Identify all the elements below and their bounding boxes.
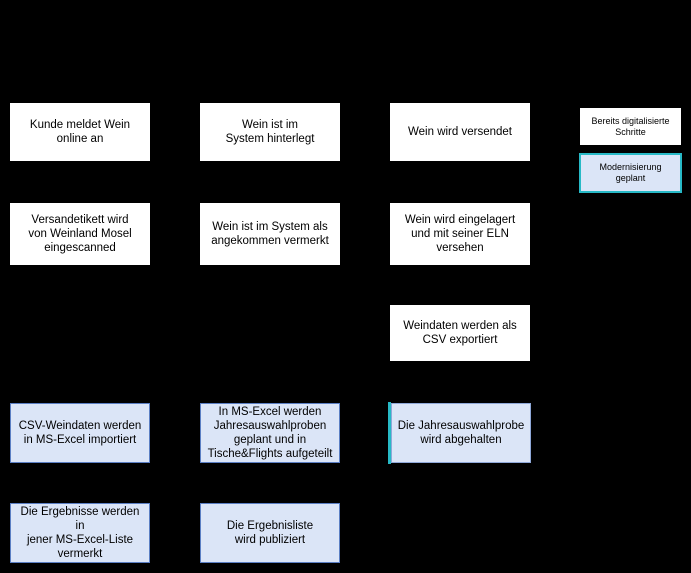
legend-item-modernisierung-geplant: Modernisierung geplant: [579, 153, 682, 193]
wein-ist-im-system-hinterlegt[interactable]: Wein ist im System hinterlegt: [200, 103, 340, 161]
wein-wird-eingelagert-mit-eln[interactable]: Wein wird eingelagert und mit seiner ELN…: [390, 203, 530, 265]
csv-weindaten-in-ms-excel-importiert[interactable]: CSV-Weindaten werden in MS-Excel importi…: [10, 403, 150, 463]
wein-wird-versendet[interactable]: Wein wird versendet: [390, 103, 530, 161]
legend-item-bereits-digitalisierte-schritte: Bereits digitalisierte Schritte: [580, 108, 681, 145]
weindaten-werden-als-csv-exportiert[interactable]: Weindaten werden als CSV exportiert: [390, 305, 530, 361]
kunde-meldet-wein-online-an[interactable]: Kunde meldet Wein online an: [10, 103, 150, 161]
selection-handle[interactable]: [388, 402, 391, 464]
ergebnisse-in-ms-excel-liste-vermerkt[interactable]: Die Ergebnisse werden in jener MS-Excel-…: [10, 503, 150, 563]
wein-ist-im-system-als-angekommen-vermerkt[interactable]: Wein ist im System als angekommen vermer…: [200, 203, 340, 265]
jahresauswahlprobe-wird-abgehalten[interactable]: Die Jahresauswahlprobe wird abgehalten: [391, 403, 531, 463]
ergebnisliste-wird-publiziert[interactable]: Die Ergebnisliste wird publiziert: [200, 503, 340, 563]
jahresauswahlproben-in-ms-excel-geplant[interactable]: In MS-Excel werden Jahresauswahlproben g…: [200, 403, 340, 463]
versandetikett-wird-eingescanned[interactable]: Versandetikett wird von Weinland Mosel e…: [10, 203, 150, 265]
